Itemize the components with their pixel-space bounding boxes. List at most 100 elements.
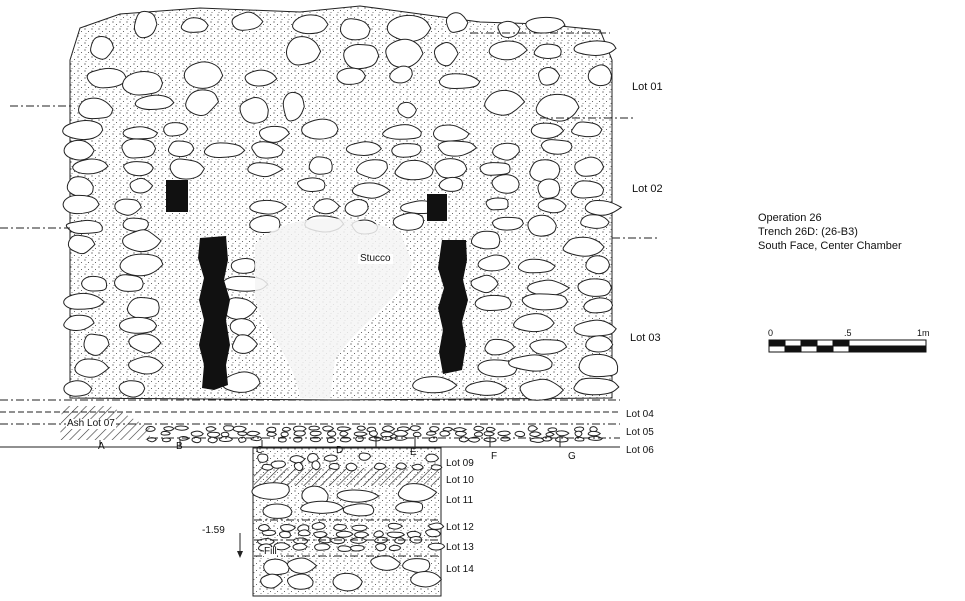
post-left-top (166, 180, 188, 212)
point-c-label: C (256, 445, 264, 456)
stone (330, 537, 346, 545)
stone (66, 176, 94, 198)
stone (529, 339, 568, 355)
stone (479, 162, 511, 176)
stone (118, 380, 146, 398)
stone (134, 94, 175, 111)
stone (513, 313, 555, 333)
stone (163, 122, 189, 137)
stone (397, 483, 438, 502)
stone (428, 522, 445, 530)
stone (547, 427, 558, 433)
stone (263, 558, 290, 576)
stone (190, 430, 204, 437)
stone (356, 425, 367, 431)
stone (250, 436, 263, 442)
point-d-label: D (336, 445, 344, 456)
stone (344, 198, 369, 217)
stone (280, 523, 297, 532)
stone (65, 219, 103, 235)
lot-01-label: Lot 01 (632, 81, 663, 93)
stone (570, 180, 605, 199)
stone (336, 426, 352, 432)
stone (425, 528, 441, 538)
lot-05-label: Lot 05 (626, 427, 654, 438)
stone (393, 429, 409, 437)
stone (238, 436, 247, 443)
stone (163, 426, 175, 432)
stone (121, 138, 157, 159)
stone (430, 464, 443, 471)
stone (300, 500, 345, 514)
stone (293, 537, 309, 545)
stone (392, 212, 425, 231)
lot-02-label: Lot 02 (632, 183, 663, 195)
stone (587, 64, 613, 87)
stone (223, 425, 235, 432)
stone (63, 314, 95, 332)
stone (574, 156, 605, 177)
stone (584, 199, 623, 216)
stone (261, 529, 277, 537)
stone (326, 430, 337, 437)
lot-10-hatched-layer (254, 468, 440, 486)
stone (63, 139, 95, 161)
stone (206, 431, 221, 438)
stone (389, 65, 413, 84)
stone (483, 431, 495, 437)
stone (368, 436, 381, 442)
stone (491, 174, 520, 194)
stone (207, 436, 219, 444)
stone (308, 156, 333, 175)
stone (381, 435, 394, 441)
stone (119, 253, 164, 277)
stone (387, 522, 404, 530)
stone (322, 425, 335, 432)
stone (473, 425, 485, 432)
stone (497, 430, 511, 437)
lot-06-label: Lot 06 (626, 445, 654, 456)
stone (123, 161, 154, 177)
stone (128, 333, 162, 354)
stone (573, 40, 617, 56)
stone (247, 162, 284, 178)
stone (585, 335, 614, 353)
stone (492, 142, 520, 161)
stone (428, 436, 438, 443)
stone (251, 141, 284, 159)
stone (394, 435, 408, 441)
stone (395, 501, 424, 514)
stone (529, 431, 542, 437)
stone (394, 159, 434, 181)
stone (86, 67, 127, 89)
stone (83, 333, 110, 356)
lot-10-label: Lot 10 (446, 475, 474, 486)
stone (412, 431, 422, 438)
lot-12-label: Lot 12 (446, 522, 474, 533)
stone (573, 377, 620, 396)
stone (287, 573, 314, 590)
stone (433, 42, 459, 67)
stone (508, 354, 553, 372)
base-ticks (99, 436, 561, 447)
point-g-label: G (568, 451, 576, 462)
stone (527, 214, 557, 237)
stone (311, 460, 321, 471)
stone (388, 544, 402, 552)
stone (266, 431, 278, 437)
stone (545, 431, 555, 437)
stone (353, 431, 368, 437)
stone (535, 93, 580, 122)
stucco-label: Stucco (358, 253, 393, 264)
stone (373, 530, 384, 538)
stone (589, 426, 598, 433)
stone (258, 524, 270, 532)
stone (339, 18, 371, 41)
stone (425, 453, 440, 463)
stone (385, 38, 424, 69)
stone (470, 274, 499, 294)
stone (328, 462, 340, 470)
stone (122, 229, 162, 253)
stone (492, 216, 524, 231)
stone (350, 544, 365, 552)
